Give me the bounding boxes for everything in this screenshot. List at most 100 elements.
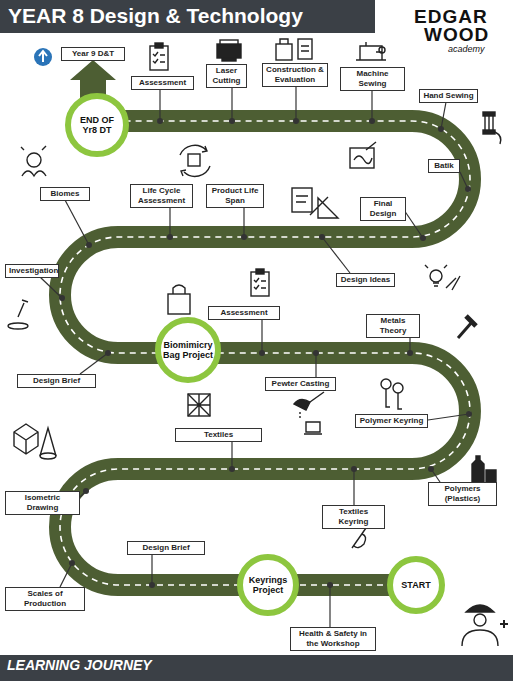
node-text: Isometric Drawing bbox=[9, 493, 76, 513]
leader-line bbox=[322, 237, 350, 273]
node-text: Health & Safety in the Workshop bbox=[294, 629, 372, 649]
textile-pattern-icon bbox=[188, 394, 210, 416]
node-text: Textiles bbox=[179, 430, 258, 440]
bag-icon bbox=[168, 285, 190, 314]
leader-lines bbox=[40, 80, 472, 627]
leader-line bbox=[231, 442, 232, 469]
design-tools-icon bbox=[292, 188, 338, 218]
road-dot bbox=[319, 234, 325, 240]
topic-box: Scales of Production bbox=[5, 587, 85, 611]
topic-box: Construction & Evaluation bbox=[262, 63, 328, 87]
topic-box: Year 9 D&T bbox=[61, 47, 125, 61]
node-text: Polymer Keyring bbox=[359, 416, 424, 426]
leader-line bbox=[353, 469, 354, 505]
topic-box: Final Design bbox=[360, 197, 406, 221]
next-year-icon bbox=[34, 48, 52, 66]
road-dot bbox=[83, 488, 89, 494]
road-dot bbox=[157, 118, 163, 124]
road-dot bbox=[313, 350, 319, 356]
leader-line bbox=[159, 89, 160, 121]
cycle-icon bbox=[180, 145, 210, 176]
node-text: Pewter Casting bbox=[269, 379, 332, 389]
road-dot bbox=[465, 186, 471, 192]
topic-box: Metals Theory bbox=[366, 314, 420, 338]
footer-bar bbox=[0, 655, 513, 681]
road-dot bbox=[167, 234, 173, 240]
node-text: Assessment bbox=[212, 308, 276, 318]
worker-icon bbox=[462, 605, 508, 646]
leader-line bbox=[231, 88, 232, 121]
topic-box: Pewter Casting bbox=[265, 377, 336, 391]
topic-box: Machine Sewing bbox=[340, 67, 405, 91]
topic-box: Assessment bbox=[208, 306, 280, 320]
logo-word: WOOD bbox=[424, 24, 489, 46]
leader-line bbox=[295, 87, 296, 121]
topic-box: Isometric Drawing bbox=[5, 491, 80, 515]
needle-icon bbox=[352, 528, 366, 548]
topic-box: Polymers (Plastics) bbox=[428, 482, 497, 506]
hammer-icon bbox=[458, 316, 476, 338]
node-text: Design Ideas bbox=[340, 275, 391, 285]
topic-box: Design Ideas bbox=[336, 273, 395, 287]
node-text: Textiles Keyring bbox=[326, 507, 381, 527]
road-dot bbox=[293, 118, 299, 124]
node-text: Machine Sewing bbox=[344, 69, 401, 89]
node-text: Product Life Span bbox=[210, 186, 260, 206]
node-text: START bbox=[401, 580, 430, 590]
sewing-machine-icon bbox=[356, 42, 386, 60]
road-dot bbox=[369, 118, 375, 124]
clipboard-icon bbox=[150, 43, 168, 70]
road-dot bbox=[59, 295, 65, 301]
geometry-icon bbox=[14, 424, 56, 459]
leader-line bbox=[441, 102, 446, 129]
logo-subtitle: academy bbox=[448, 44, 485, 54]
road-dot bbox=[229, 466, 235, 472]
milestone-circle: Biomimicry Bag Project bbox=[155, 317, 221, 383]
road-dot bbox=[86, 242, 92, 248]
icons bbox=[8, 39, 508, 646]
topic-box: Investigation bbox=[5, 264, 59, 278]
casting-icon bbox=[294, 392, 324, 434]
leader-line bbox=[428, 414, 469, 420]
road-dot bbox=[259, 350, 265, 356]
leader-line bbox=[404, 210, 423, 238]
title: YEAR 8 Design & Technology bbox=[8, 4, 303, 28]
topic-box: Health & Safety in the Workshop bbox=[290, 627, 376, 651]
topic-box: Life Cycle Assessment bbox=[130, 184, 193, 208]
topic-box: Biomes bbox=[40, 187, 90, 201]
clipboard-icon-2 bbox=[251, 269, 269, 296]
milestone-circle: END OF Yr8 DT bbox=[65, 93, 129, 157]
bag-clipboard-icon bbox=[276, 39, 312, 60]
topic-box: Product Life Span bbox=[206, 184, 264, 208]
keys-icon bbox=[381, 379, 403, 409]
batik-icon bbox=[350, 142, 376, 168]
leader-line bbox=[261, 319, 262, 353]
caption: LEARNING JOURNEY bbox=[7, 657, 152, 673]
node-text: Life Cycle Assessment bbox=[134, 186, 189, 206]
road-dot bbox=[149, 582, 155, 588]
node-text: Investigation bbox=[9, 266, 55, 276]
thread-spool-icon bbox=[483, 112, 501, 144]
road-dot bbox=[428, 466, 434, 472]
leader-line bbox=[60, 563, 72, 587]
ideas-icon bbox=[425, 265, 460, 290]
node-text: Laser Cutting bbox=[210, 66, 243, 86]
road-dot bbox=[407, 350, 413, 356]
road-dot bbox=[420, 235, 426, 241]
laser-cutter-icon bbox=[217, 40, 241, 61]
node-text: Polymers (Plastics) bbox=[432, 484, 493, 504]
road-dot bbox=[466, 411, 472, 417]
topic-box: Laser Cutting bbox=[206, 64, 247, 88]
road-dot bbox=[105, 350, 111, 356]
node-text: Construction & Evaluation bbox=[266, 65, 324, 85]
leader-line bbox=[329, 585, 330, 627]
topic-box: Polymer Keyring bbox=[355, 414, 428, 428]
road-dot bbox=[69, 560, 75, 566]
leader-line bbox=[65, 200, 89, 245]
topic-box: Design Brief bbox=[127, 541, 205, 555]
pipette-icon bbox=[8, 300, 28, 329]
node-text: Assessment bbox=[135, 78, 190, 88]
leader-line bbox=[243, 208, 244, 237]
milestone-circle: Keyrings Project bbox=[237, 554, 299, 616]
road-dot bbox=[241, 234, 247, 240]
